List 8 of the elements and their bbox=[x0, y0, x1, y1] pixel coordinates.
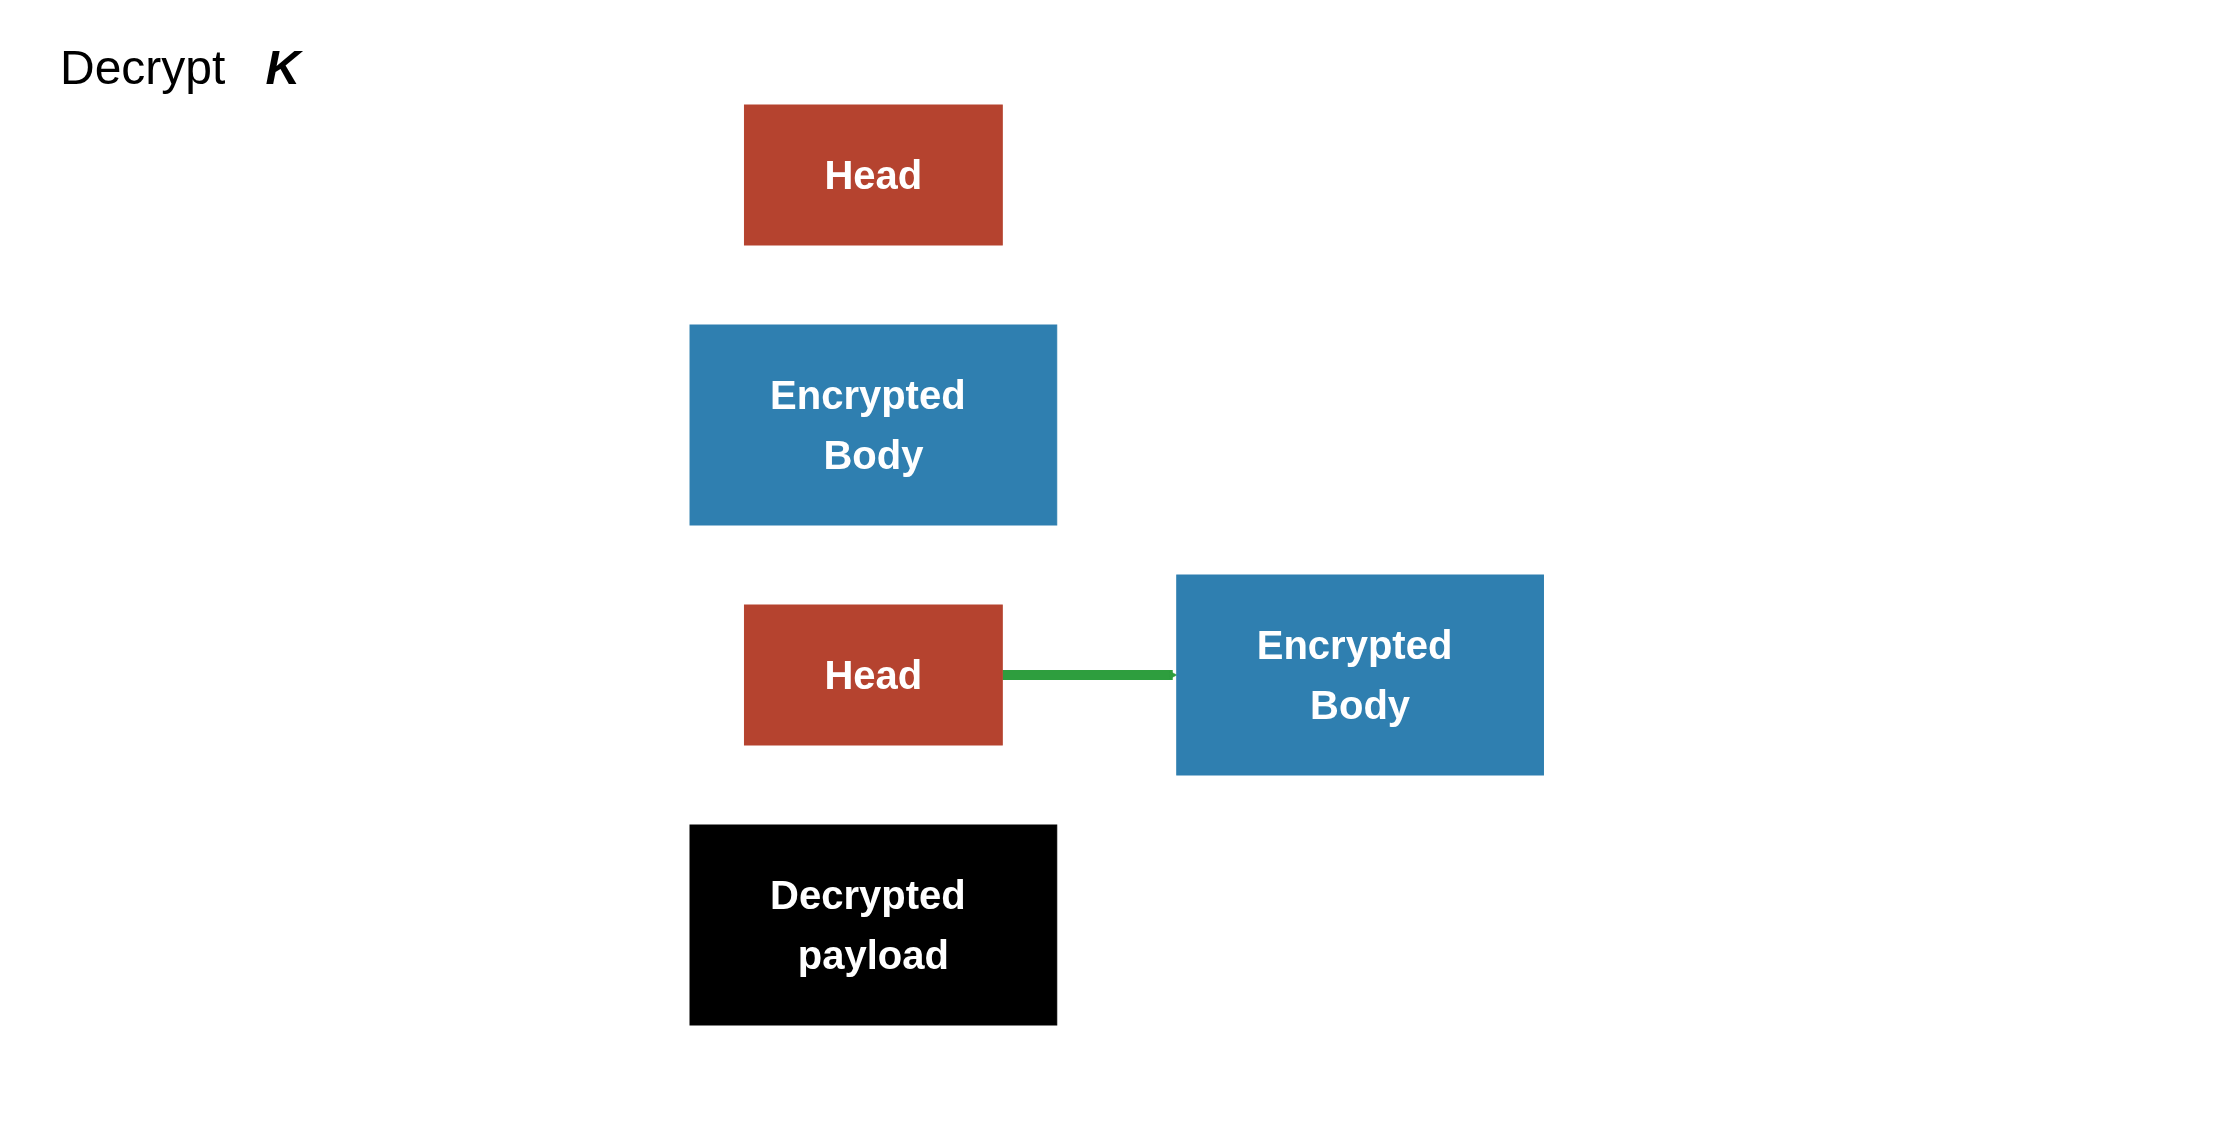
key-label: K bbox=[265, 40, 301, 95]
arrow bbox=[1002, 669, 1177, 680]
node-box: Encrypted Body bbox=[689, 324, 1057, 525]
node-box: Decrypted payload bbox=[689, 824, 1057, 1025]
node-box: Head bbox=[743, 604, 1003, 745]
node-box: Encrypted Body bbox=[1176, 574, 1544, 775]
step-label: Decrypt bbox=[60, 40, 226, 95]
node-box: Head bbox=[743, 104, 1003, 245]
